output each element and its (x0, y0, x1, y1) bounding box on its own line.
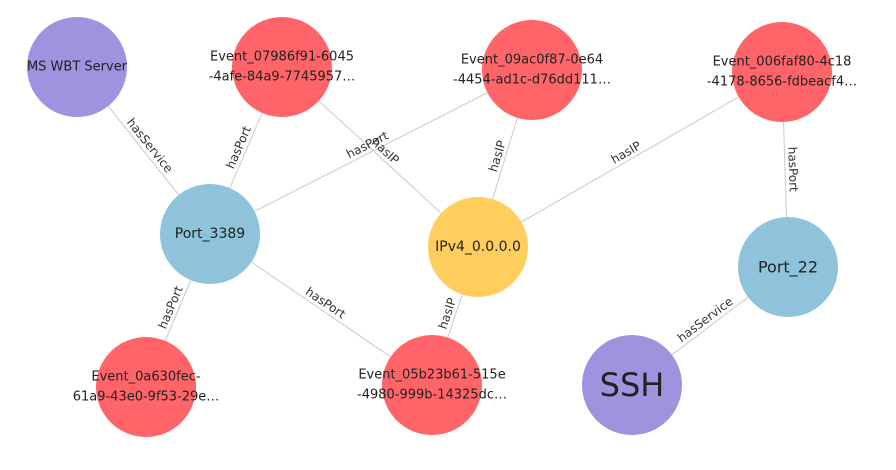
node-circle-port[interactable] (738, 217, 838, 317)
node-label: Event_0a630fec- (91, 369, 201, 384)
node-label: SSH (600, 366, 665, 404)
nodes-layer: MS WBT Server Event_07986f91-6045 -4afe-84… (27, 17, 857, 437)
edge-label-hasIP: hasIP (609, 139, 644, 167)
node-label: -4980-999b-14325dc… (357, 388, 507, 403)
edge-port_22-ssh (671, 296, 749, 356)
edge-ev_006f-ipv4 (521, 96, 739, 223)
node-label: IPv4_0.0.0.0 (435, 239, 521, 255)
node-circle-port[interactable] (160, 184, 260, 284)
edge-ev_006f-port_22 (783, 121, 787, 218)
edge-label-hasPort: hasPort (155, 284, 185, 331)
node-circle-event[interactable] (482, 20, 582, 120)
node-ev_07986[interactable]: Event_07986f91-6045 -4afe-84a9-7745957… (209, 17, 356, 117)
node-circle-event[interactable] (732, 22, 832, 122)
node-label: Event_05b23b61-515e (358, 367, 505, 382)
node-port_22[interactable]: Port_22 (738, 217, 838, 317)
edges-layer (107, 92, 787, 358)
edge-ev_05b2-port_3389 (251, 261, 391, 358)
node-label: Port_22 (758, 258, 818, 278)
edge-label-hasPort: hasPort (223, 124, 254, 171)
edge-label-hasService: hasService (675, 294, 736, 345)
edge-ev_07986-port_3389 (229, 112, 263, 189)
edge-ev_09ac-port_3389 (254, 92, 488, 212)
node-label: Event_09ac0f87-0e64 (461, 52, 603, 67)
edge-port_3389-ms_wbt (107, 105, 180, 196)
node-ev_0a63[interactable]: Event_0a630fec- 61a9-43e0-9f53-29e… (73, 337, 220, 437)
node-ev_05b2[interactable]: Event_05b23b61-515e -4980-999b-14325dc… (357, 335, 507, 435)
edge-ev_05b2-ipv4 (447, 294, 463, 338)
node-ipv4[interactable]: IPv4_0.0.0.0 (428, 197, 528, 297)
node-circle-event[interactable] (232, 17, 332, 117)
node-label: Port_3389 (175, 226, 245, 242)
edge-ev_09ac-ipv4 (492, 117, 518, 200)
node-circle-service[interactable] (582, 335, 682, 435)
edge-label-hasPort: hasPort (303, 284, 348, 321)
node-label: 61a9-43e0-9f53-29e… (73, 390, 220, 405)
node-ms_wbt[interactable]: MS WBT Server (27, 17, 128, 117)
node-ev_09ac[interactable]: Event_09ac0f87-0e64 -4454-ad1c-d76dd111… (453, 20, 611, 120)
node-port_3389[interactable]: Port_3389 (160, 184, 260, 284)
node-circle-event[interactable] (382, 335, 482, 435)
edge-ev_07986-ipv4 (318, 100, 442, 214)
node-label: Event_006faf80-4c18 (713, 54, 852, 69)
node-circle-service[interactable] (27, 17, 127, 117)
node-ev_006f[interactable]: Event_006faf80-4c18 -4178-8656-fdbeacf4… (707, 22, 857, 122)
edge-label-hasService: hasService (124, 116, 176, 176)
node-circle-event[interactable] (96, 337, 196, 437)
node-label: MS WBT Server (27, 60, 128, 75)
node-label: Event_07986f91-6045 (210, 49, 354, 64)
edge-ev_0a63-port_3389 (164, 279, 192, 342)
node-circle-ip[interactable] (428, 197, 528, 297)
node-label: -4178-8656-fdbeacf4… (707, 75, 857, 90)
node-ssh[interactable]: SSH (582, 335, 682, 435)
edge-label-hasPort: hasPort (785, 147, 800, 193)
node-label: -4afe-84a9-7745957… (209, 70, 356, 85)
node-label: -4454-ad1c-d76dd111… (453, 73, 611, 88)
